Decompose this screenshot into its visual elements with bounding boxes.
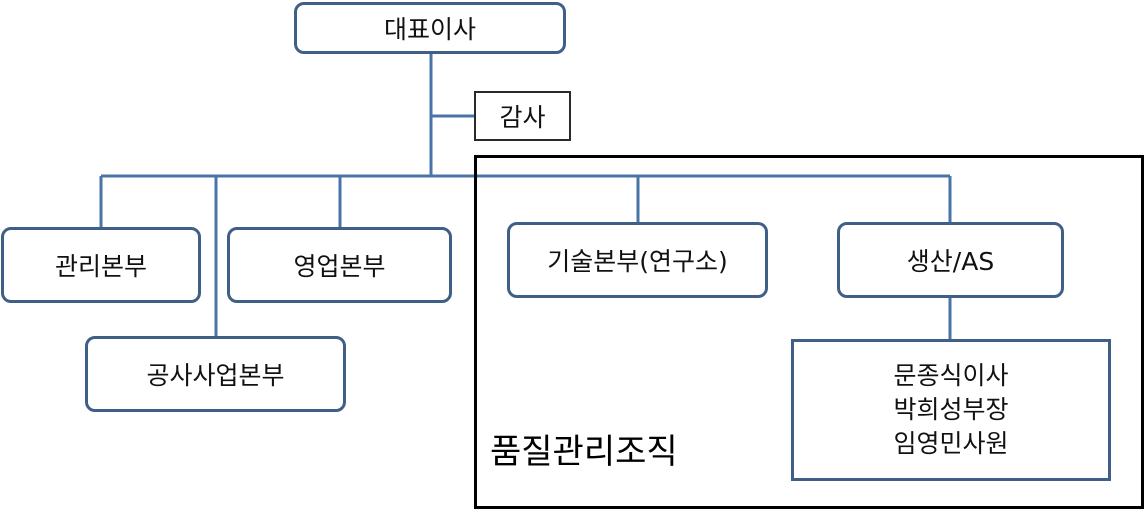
staff-member-2: 박희성부장 — [893, 395, 1009, 424]
quality-staff-box: 문종식이사 박희성부장 임영민사원 — [791, 339, 1111, 481]
auditor-label: 감사 — [499, 103, 546, 132]
production-label: 생산/AS — [906, 247, 995, 276]
staff-member-1: 문종식이사 — [893, 361, 1009, 390]
construction-label: 공사사업본부 — [146, 361, 285, 390]
construction-box: 공사사업본부 — [85, 336, 346, 412]
sales-box: 영업본부 — [227, 227, 452, 303]
ceo-box: 대표이사 — [294, 2, 566, 54]
production-box: 생산/AS — [837, 222, 1064, 298]
tech-box: 기술본부(연구소) — [507, 222, 768, 298]
tech-label: 기술본부(연구소) — [547, 247, 728, 276]
sales-label: 영업본부 — [293, 252, 386, 281]
management-label: 관리본부 — [54, 252, 147, 281]
management-box: 관리본부 — [1, 227, 201, 303]
staff-member-3: 임영민사원 — [893, 429, 1009, 458]
quality-group-frame — [474, 155, 1144, 509]
ceo-label: 대표이사 — [383, 15, 476, 44]
auditor-box: 감사 — [474, 91, 571, 141]
quality-group-label: 품질관리조직 — [490, 432, 678, 472]
